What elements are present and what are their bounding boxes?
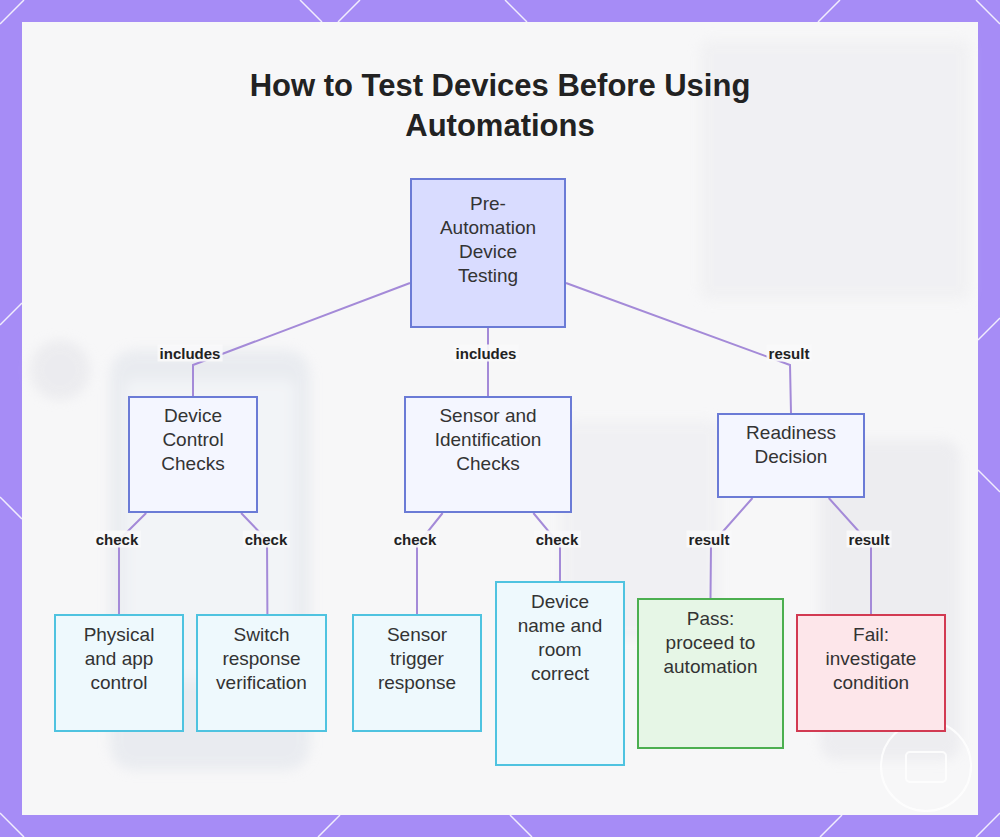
panel — [22, 22, 978, 815]
logo-mark — [881, 721, 971, 811]
edge-label: includes — [454, 345, 519, 362]
category-box: Sensor and Identification Checks — [404, 396, 572, 513]
edge-label: result — [687, 531, 732, 548]
node-text: Fail: investigate condition — [822, 623, 920, 695]
node-text: Switch response verification — [212, 623, 311, 695]
node-text: Pass: proceed to automation — [659, 607, 762, 679]
edge-label: check — [392, 531, 439, 548]
pass-box: Pass: proceed to automation — [637, 598, 784, 749]
edge-label: includes — [158, 345, 223, 362]
category-box: Readiness Decision — [717, 413, 865, 498]
node-text: Physical and app control — [72, 623, 166, 695]
fail-box: Fail: investigate condition — [796, 614, 946, 732]
category-box: Device Control Checks — [128, 396, 258, 513]
check-box: Device name and room correct — [495, 581, 625, 766]
edge-label: check — [243, 531, 290, 548]
connector — [241, 513, 267, 614]
edge-label: result — [847, 531, 892, 548]
edge-label: check — [94, 531, 141, 548]
node-text: Pre-Automation Device Testing — [434, 192, 542, 288]
node-text: Sensor and Identification Checks — [426, 404, 550, 476]
node-text: Readiness Decision — [737, 421, 845, 469]
edge-label: result — [767, 345, 812, 362]
check-box: Physical and app control — [54, 614, 184, 732]
check-box: Switch response verification — [196, 614, 327, 732]
connector — [711, 498, 753, 598]
diagram-title: How to Test Devices Before Using Automat… — [200, 66, 800, 146]
connector — [119, 513, 146, 614]
check-box: Sensor trigger response — [352, 614, 482, 732]
node-text: Device name and room correct — [517, 590, 603, 686]
connector — [566, 283, 791, 413]
connector — [487, 328, 489, 396]
node-text: Sensor trigger response — [374, 623, 460, 695]
faded-photo — [30, 40, 970, 770]
edge-label: check — [534, 531, 581, 548]
connector — [193, 283, 410, 396]
root-box: Pre-Automation Device Testing — [410, 178, 566, 328]
connector — [829, 498, 871, 614]
node-text: Device Control Checks — [152, 404, 234, 476]
connector — [417, 513, 443, 614]
